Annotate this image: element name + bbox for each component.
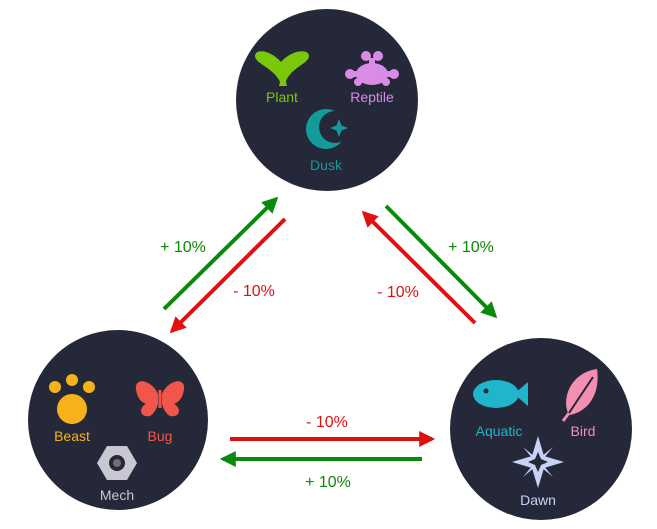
class-label-beast: Beast [54,428,90,444]
left-group-circle [28,330,208,510]
hex-nut-icon [97,446,137,480]
left-group: Beast Bug Mech [28,330,208,510]
label-right-up-loss: - 10% [377,284,419,301]
reptile-icon [345,51,399,86]
class-label-aquatic: Aquatic [476,423,523,439]
class-label-bird: Bird [571,423,596,439]
label-left-down-loss: - 10% [233,283,275,300]
arrow-top-to-left-loss [169,217,287,334]
class-label-dusk: Dusk [310,157,343,173]
top-group: Plant Reptile Dusk [236,9,418,191]
label-bottom-left-gain: + 10% [305,474,351,491]
label-right-down-gain: + 10% [448,239,494,256]
butterfly-icon [135,381,185,417]
star-icon [512,436,564,488]
feather-icon [561,369,598,422]
class-label-mech: Mech [100,487,134,503]
class-label-reptile: Reptile [350,89,394,105]
label-left-up-gain: + 10% [160,239,206,256]
arrow-left-to-top-gain [162,196,279,311]
arrow-right-to-top-loss [361,210,477,325]
class-label-bug: Bug [148,428,173,444]
arrow-top-to-right-gain [384,204,498,319]
leaf-icon [255,51,309,86]
class-label-dawn: Dawn [520,492,556,508]
label-bottom-right-loss: - 10% [306,414,348,431]
right-group: Aquatic Bird Dawn [450,338,632,520]
crescent-moon-icon [306,109,351,149]
top-group-circle [236,9,418,191]
paw-icon [49,374,95,424]
class-label-plant: Plant [266,89,298,105]
fish-icon [473,380,528,408]
